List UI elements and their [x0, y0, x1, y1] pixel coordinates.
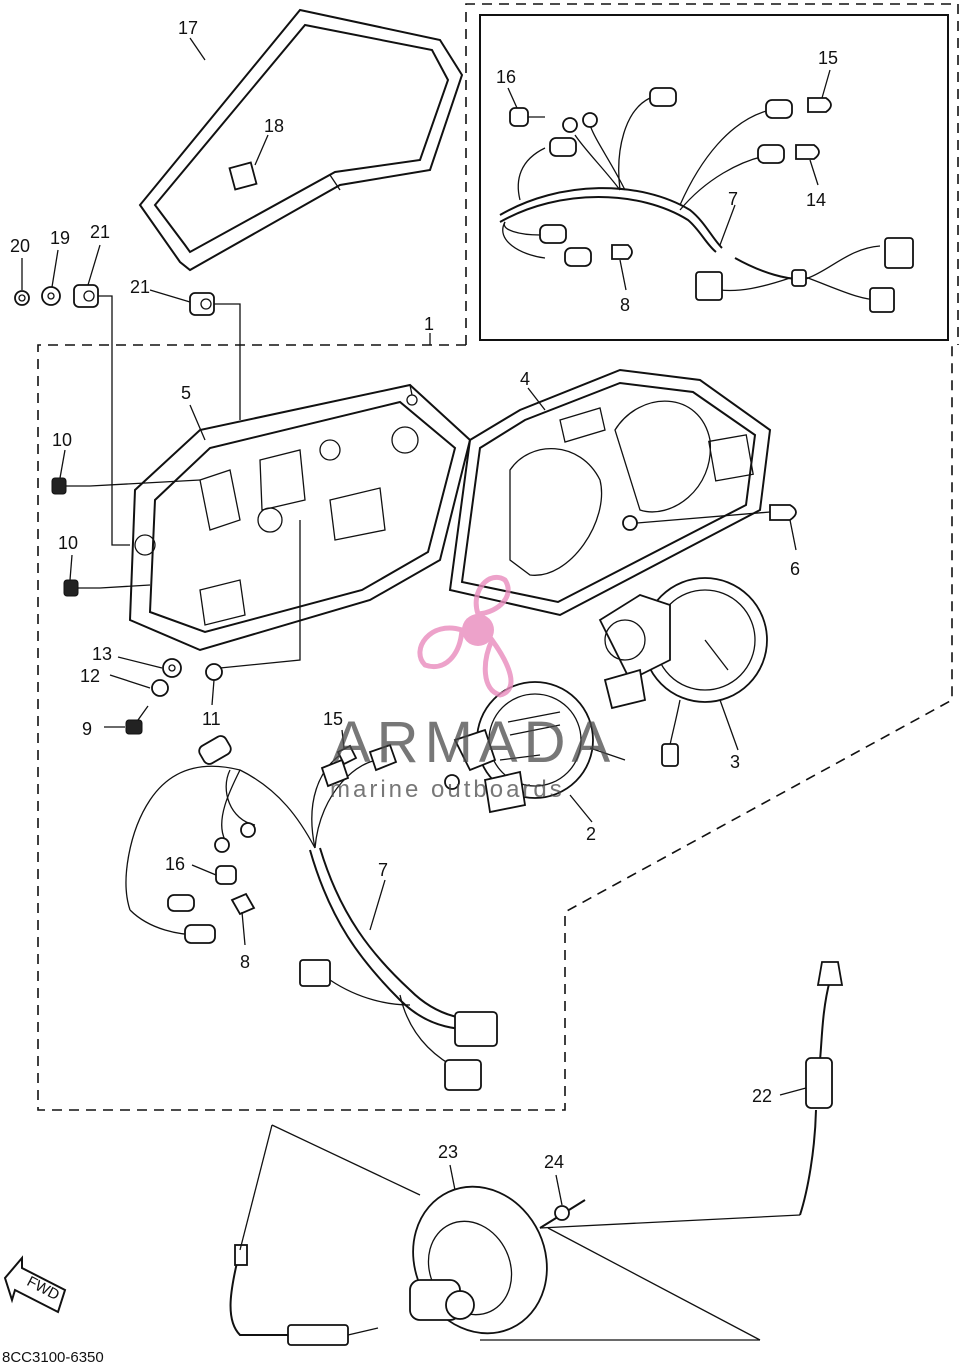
callout-3: 3	[730, 752, 740, 772]
collar-11	[205, 663, 223, 681]
bolt-9	[125, 705, 149, 735]
tachometer	[598, 577, 768, 767]
callout-4: 4	[520, 369, 530, 389]
callout-21b: 21	[130, 277, 150, 297]
callout-10a: 10	[52, 430, 72, 450]
speedometer	[444, 681, 626, 814]
callout-8b: 8	[240, 952, 250, 972]
callout-15b: 15	[323, 709, 343, 729]
leader-lines	[21, 37, 831, 1206]
callout-12: 12	[80, 666, 100, 686]
callout-21a: 21	[90, 222, 110, 242]
callout-5: 5	[181, 383, 191, 403]
bulb-socket-16b	[215, 865, 237, 885]
harness-group-boundary	[465, 3, 959, 345]
callout-17: 17	[178, 18, 198, 38]
meter-panel	[448, 368, 772, 617]
washer-13	[162, 658, 182, 678]
callout-20: 20	[10, 236, 30, 256]
callout-9: 9	[82, 719, 92, 739]
wire-harness-main	[125, 735, 498, 1091]
diagram-code: 8CC3100-6350	[2, 1349, 104, 1365]
callout-15a: 15	[818, 48, 838, 68]
harness-inset-box	[479, 14, 949, 341]
screw-10a	[51, 477, 90, 495]
callout-14: 14	[806, 190, 826, 210]
callout-24: 24	[544, 1152, 564, 1172]
washer-20	[14, 290, 30, 306]
bulb-8a	[611, 244, 633, 260]
bulb-15a	[807, 97, 832, 113]
indicator-bulb-6	[636, 504, 797, 524]
nut-19	[41, 286, 61, 306]
bulb-15b	[336, 744, 358, 766]
bulb-14	[795, 144, 820, 160]
grommet-21b	[189, 292, 215, 316]
screw-10b	[63, 579, 100, 597]
callout-7b: 7	[378, 860, 388, 880]
rubber-pad	[228, 161, 258, 191]
callout-2: 2	[586, 824, 596, 844]
watermark-brand: ARMADA	[332, 710, 616, 775]
meter-lens-frame	[138, 8, 464, 272]
callout-19: 19	[50, 228, 70, 248]
bulb-8b	[230, 892, 256, 916]
callout-13: 13	[92, 644, 112, 664]
callout-10b: 10	[58, 533, 78, 553]
callout-6: 6	[790, 559, 800, 579]
assembly-1-boundary	[37, 344, 953, 1111]
callout-18: 18	[264, 116, 284, 136]
watermark-tagline: marine outboards	[330, 776, 565, 803]
grommet-21a	[73, 284, 99, 308]
callout-16b: 16	[165, 854, 185, 874]
fwd-arrow-icon	[3, 1255, 67, 1314]
armada-logo-icon	[417, 574, 514, 698]
bulb-socket-16a	[509, 107, 545, 127]
lower-cable	[229, 1244, 379, 1346]
callout-8a: 8	[620, 295, 630, 315]
callout-1: 1	[424, 314, 434, 334]
pin-24	[539, 1199, 586, 1229]
gear-unit	[409, 1185, 548, 1335]
callout-16a: 16	[496, 67, 516, 87]
callout-22: 22	[752, 1086, 772, 1106]
grommet-12	[151, 679, 169, 697]
wire-harness-inset	[499, 87, 914, 313]
speedometer-cable	[799, 961, 844, 1216]
meter-housing	[128, 383, 472, 669]
callout-7a: 7	[728, 189, 738, 209]
callout-23: 23	[438, 1142, 458, 1162]
callout-11: 11	[202, 709, 221, 729]
fwd-label: FWD	[24, 1273, 62, 1304]
